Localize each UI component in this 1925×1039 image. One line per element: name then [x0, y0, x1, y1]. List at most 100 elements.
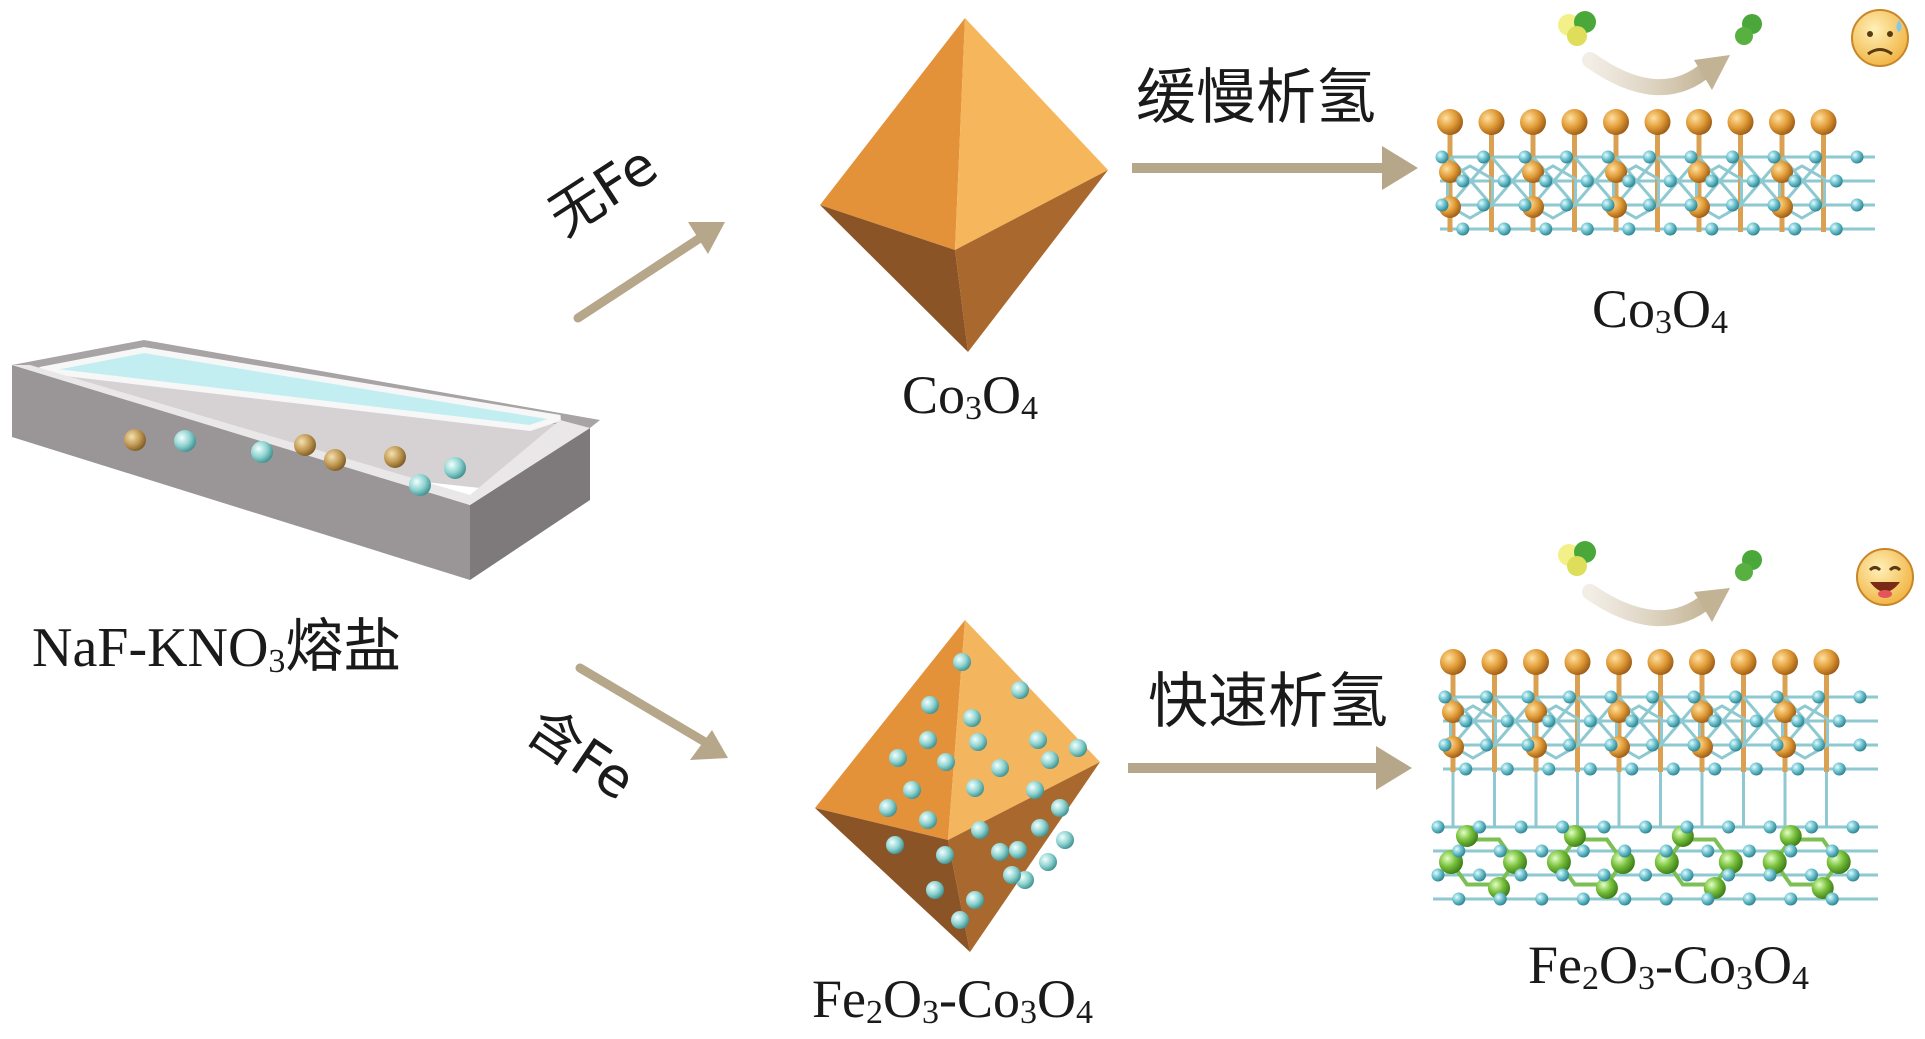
surface-dot — [919, 811, 937, 829]
o-atom — [1812, 690, 1825, 704]
o-atom — [1518, 150, 1532, 164]
co-atom — [1644, 109, 1671, 135]
o-atom — [1493, 844, 1507, 858]
o-atom — [1497, 222, 1511, 236]
o-atom — [1749, 714, 1763, 728]
o-atom — [1846, 868, 1860, 882]
bond — [1448, 156, 1493, 206]
o-atom — [1729, 690, 1742, 704]
o-atom — [1784, 844, 1798, 858]
o-atom — [1784, 892, 1798, 906]
fe-atom — [1488, 877, 1510, 899]
co-atom — [1771, 161, 1793, 183]
fe-atom — [1595, 877, 1618, 899]
fe-atom — [1546, 850, 1571, 874]
o-atom — [1431, 868, 1445, 882]
particle — [174, 430, 196, 452]
o-atom — [1825, 844, 1839, 858]
co-atom — [1520, 109, 1546, 135]
o-atom — [1850, 198, 1864, 212]
co-atom — [1523, 649, 1549, 675]
co-atom — [1478, 109, 1505, 135]
o-atom — [1477, 150, 1490, 164]
co-atom — [1437, 109, 1463, 135]
o-atom — [1601, 198, 1615, 212]
o-atom — [1684, 198, 1698, 212]
o-atom — [1791, 714, 1805, 728]
bond — [1783, 696, 1828, 746]
o-atom — [1539, 222, 1553, 236]
o-atom — [1535, 892, 1549, 906]
bond — [1531, 156, 1576, 206]
o-atom — [1625, 762, 1639, 776]
particle — [294, 434, 316, 456]
o-atom — [1459, 762, 1473, 776]
o-atom — [1583, 714, 1597, 728]
o-atom — [1604, 738, 1618, 752]
lattice-fe2o3-co3o4 — [1431, 649, 1878, 906]
surface-dot — [971, 821, 989, 839]
o-atom — [1659, 892, 1673, 906]
o-atom — [1576, 844, 1590, 858]
o-atom — [1770, 738, 1784, 752]
surface-dot — [963, 709, 981, 727]
bond — [1617, 696, 1662, 746]
o-atom — [1805, 820, 1818, 834]
o-atom — [1500, 762, 1514, 776]
o-atom — [1639, 868, 1652, 882]
co-atom — [1686, 109, 1712, 135]
o-atom — [1705, 174, 1719, 188]
o-atom — [1542, 714, 1556, 728]
surface-dot — [921, 696, 939, 714]
arrow-with-fe — [575, 663, 728, 760]
surface-dot — [966, 779, 984, 797]
o-atom — [1618, 844, 1632, 858]
o-atom — [1618, 892, 1632, 906]
co-atom — [1525, 701, 1547, 723]
o-atom — [1708, 762, 1722, 776]
o-atom — [1480, 690, 1493, 704]
o-atom — [1456, 174, 1470, 188]
o-atom — [1580, 174, 1594, 188]
fe-atom — [1762, 850, 1787, 874]
o-atom — [1646, 738, 1659, 752]
o-atom — [1556, 868, 1569, 882]
fe-atom — [1456, 825, 1478, 847]
molten-salt-tray — [12, 340, 600, 580]
surface-dot — [953, 653, 971, 671]
surface-dot — [1031, 819, 1049, 837]
o-atom — [1604, 690, 1618, 704]
o-atom — [1705, 222, 1719, 236]
surface-dot — [936, 846, 954, 864]
o-atom — [1563, 738, 1576, 752]
o-atom — [1639, 820, 1652, 834]
o-atom — [1770, 690, 1784, 704]
bond — [1780, 156, 1825, 206]
co-atom — [1481, 649, 1508, 675]
fe-atom — [1718, 850, 1743, 874]
o-atom — [1812, 738, 1825, 752]
o-atom — [1763, 868, 1777, 882]
co-atom — [1608, 701, 1630, 723]
o-atom — [1576, 892, 1590, 906]
o-atom — [1701, 844, 1715, 858]
lattice-co3o4 — [1435, 109, 1875, 236]
o-atom — [1850, 150, 1864, 164]
o-atom — [1452, 892, 1466, 906]
o-atom — [1556, 820, 1569, 834]
o-atom — [1832, 762, 1846, 776]
co-atom — [1810, 109, 1837, 135]
o-atom — [1825, 892, 1839, 906]
fe-atom — [1811, 877, 1834, 899]
o-atom — [1726, 198, 1739, 212]
o-atom — [1742, 844, 1756, 858]
co-atom — [1439, 161, 1461, 183]
co-atom — [1813, 649, 1840, 675]
co-atom — [1442, 701, 1464, 723]
happy-face-icon — [1856, 548, 1914, 606]
o-atom — [1666, 714, 1680, 728]
o-atom — [1435, 198, 1449, 212]
o-atom — [1788, 222, 1802, 236]
co-atom — [1689, 649, 1715, 675]
